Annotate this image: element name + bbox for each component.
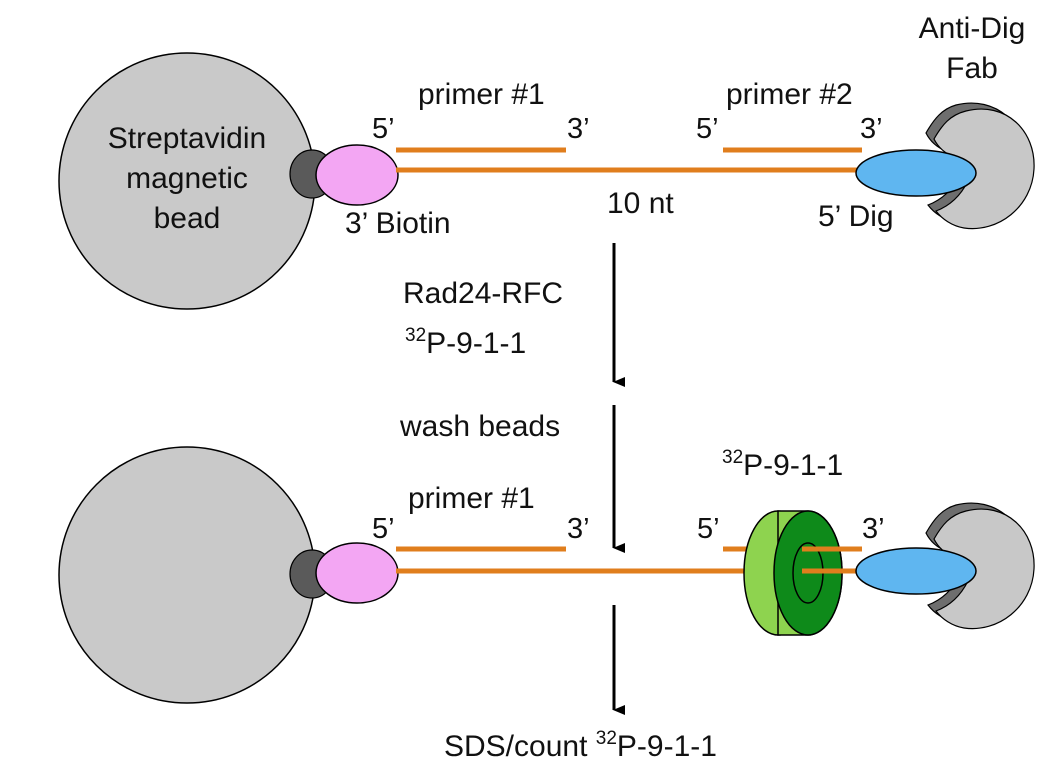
five-prime-right-bottom: 5’ — [697, 513, 720, 545]
final-step-suffix: P-9-1-1 — [617, 730, 717, 763]
bottom-construct: 32P-9-1-1 primer #1 5’ 3’ 5’ 3’ — [58, 446, 1035, 704]
bead-bottom — [58, 446, 316, 704]
five-prime-left-bottom: 5’ — [372, 513, 395, 545]
final-step-text: SDS/count — [444, 730, 596, 763]
clamp-label: 32P-9-1-1 — [722, 447, 843, 482]
step1-clamp-name: P-9-1-1 — [426, 327, 526, 360]
primer1-label: primer #1 — [418, 78, 545, 111]
digoxigenin-icon — [855, 149, 977, 197]
biotin-label: 3’ Biotin — [345, 207, 451, 240]
digoxigenin-icon-bottom — [855, 547, 977, 595]
step1-label-line1: Rad24-RFC — [403, 277, 563, 310]
anti-dig-fab-icon-bottom — [925, 502, 1035, 630]
biotin-icon-bottom — [315, 542, 399, 604]
final-step-label: SDS/count 32P-9-1-1 — [444, 728, 717, 763]
fab-label-line1: Anti-Dig — [919, 12, 1026, 45]
process-steps: Rad24-RFC 32P-9-1-1 wash beads — [399, 243, 625, 715]
top-construct: Streptavidin magnetic bead primer #1 pri… — [58, 12, 1035, 310]
primer1-three-prime: 3’ — [567, 113, 590, 145]
anti-dig-fab-icon — [925, 102, 1035, 230]
five-prime-left: 5’ — [372, 113, 395, 145]
clamp-ring-icon — [743, 510, 870, 636]
primer2-label: primer #2 — [726, 78, 853, 111]
biotin-icon — [315, 144, 399, 206]
final-step-superscript: 32 — [596, 728, 617, 749]
step2-label: wash beads — [399, 410, 560, 443]
primer1-label-bottom: primer #1 — [408, 482, 535, 515]
clamp-superscript: 32 — [722, 447, 743, 468]
step1-superscript: 32 — [405, 325, 426, 346]
clamp-name: P-9-1-1 — [743, 449, 843, 482]
three-prime-right: 3’ — [860, 113, 883, 145]
step1-label-line2: 32P-9-1-1 — [405, 325, 526, 360]
bead-label-line2: magnetic — [126, 162, 248, 195]
bead-label-line3: bead — [154, 202, 221, 235]
bead-label-line1: Streptavidin — [108, 122, 266, 155]
primer1-three-prime-bottom: 3’ — [567, 513, 590, 545]
fab-label-line2: Fab — [946, 52, 998, 85]
dig-label: 5’ Dig — [818, 200, 894, 233]
gap-label: 10 nt — [607, 187, 674, 220]
primer2-five-prime: 5’ — [696, 113, 719, 145]
three-prime-right-bottom: 3’ — [862, 513, 885, 545]
